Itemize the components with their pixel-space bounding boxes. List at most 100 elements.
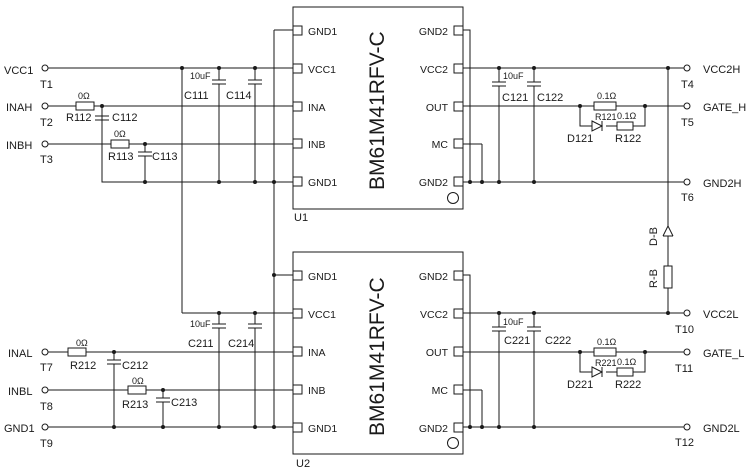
r212-value: 0Ω (76, 338, 88, 348)
c121-ref: C121 (502, 92, 528, 104)
left-terminals (41, 64, 49, 431)
u1-ref: U1 (294, 212, 308, 224)
label-t1: T1 (40, 79, 53, 91)
right-labels: VCC2H T4 GATE_H T5 GND2H T6 VCC2L T10 GA… (502, 64, 746, 449)
u1-part-number: BM61M41RFV-C (366, 31, 389, 190)
c112-ref: C112 (112, 112, 137, 124)
r212-ref: R212 (70, 360, 96, 372)
terminal-t4[interactable] (683, 64, 691, 72)
c111-value: 10uF (190, 71, 211, 81)
left-labels: VCC1 T1 INAH T2 INBH T3 INAL T7 INBL T8 … (4, 65, 254, 450)
u2-pin-inb: INB (308, 385, 326, 397)
net-vcc1: VCC1 (4, 65, 33, 77)
c212-ref: C212 (122, 360, 148, 372)
u1-pin1-marker (447, 192, 459, 204)
right-terminals (683, 64, 691, 431)
u1-pin-gnd1-bottom: GND1 (308, 177, 337, 189)
u1-pin-inb: INB (308, 139, 326, 151)
u2-pin-ina: INA (308, 347, 326, 359)
r121-ref: R121 (595, 112, 617, 122)
net-inbl: INBL (8, 386, 32, 398)
net-gate-h: GATE_H (703, 102, 746, 114)
terminal-t2[interactable] (41, 102, 49, 110)
c114-ref: C114 (226, 90, 251, 102)
right-wiring (463, 29, 684, 429)
u1-pin-gnd2-top: GND2 (419, 26, 448, 38)
label-t12: T12 (675, 437, 694, 449)
r113-ref: R113 (108, 151, 133, 163)
u1-pin-gnd2-bottom: GND2 (419, 177, 448, 189)
net-inal: INAL (8, 348, 32, 360)
c122-ref: C122 (537, 92, 563, 104)
net-vcc2l: VCC2L (703, 309, 738, 321)
u2-pin-gnd1-top: GND1 (308, 271, 337, 283)
net-inah: INAH (6, 102, 32, 114)
c221-value: 10uF (503, 317, 524, 327)
db-ref: D-B (648, 227, 660, 246)
left-wiring (48, 29, 293, 429)
c111-ref: C111 (184, 90, 209, 102)
rb-body (663, 265, 673, 289)
u2-pin-vcc2: VCC2 (420, 309, 448, 321)
terminal-t10[interactable] (683, 309, 691, 317)
c222-ref: C222 (545, 335, 571, 347)
r213-ref: R213 (122, 399, 148, 411)
d221-ref: D221 (567, 379, 593, 391)
c213-ref: C213 (171, 397, 197, 409)
terminal-t11[interactable] (683, 348, 691, 356)
terminal-t12[interactable] (683, 423, 691, 431)
r112-ref: R112 (66, 112, 91, 124)
c221-ref: C221 (504, 335, 530, 347)
r222-ref: R222 (615, 379, 641, 391)
u1-pin-vcc2: VCC2 (420, 64, 448, 76)
terminal-t1[interactable] (41, 64, 49, 72)
u2-pin-vcc1: VCC1 (308, 309, 336, 321)
label-t10: T10 (675, 324, 694, 336)
label-t6: T6 (681, 192, 694, 204)
label-t2: T2 (40, 117, 53, 129)
r112-value: 0Ω (78, 91, 90, 101)
r213-value: 0Ω (132, 376, 144, 386)
net-vcc2h: VCC2H (703, 64, 740, 76)
d121-ref: D121 (567, 133, 593, 145)
terminal-t6[interactable] (683, 178, 691, 186)
u2-pin-gnd2-top: GND2 (419, 271, 448, 283)
ic-u2: GND1 VCC1 INA INB GND1 GND2 VCC2 OUT MC … (292, 251, 464, 470)
r221-ref: R221 (595, 358, 617, 368)
net-gnd2h: GND2H (703, 178, 742, 190)
r122-value: 0.1Ω (617, 111, 637, 121)
net-gnd2l: GND2L (703, 423, 740, 435)
u1-pin-vcc1: VCC1 (308, 64, 336, 76)
u2-part-number: BM61M41RFV-C (366, 277, 389, 436)
net-gnd1: GND1 (4, 423, 35, 435)
label-t11: T11 (675, 363, 693, 375)
label-t3: T3 (40, 154, 53, 166)
terminal-t3[interactable] (41, 140, 49, 148)
u1-pin-gnd1-top: GND1 (308, 26, 337, 38)
u2-pin-mc: MC (432, 385, 449, 397)
label-t5: T5 (681, 117, 694, 129)
c214-ref: C214 (228, 338, 254, 350)
c211-value: 10uF (190, 319, 211, 329)
r122-ref: R122 (615, 133, 641, 145)
c113-ref: C113 (152, 151, 177, 163)
r221-body (593, 347, 617, 357)
c211-ref: C211 (188, 338, 213, 350)
terminal-t5[interactable] (683, 102, 691, 110)
ic-u1: GND1 VCC1 INA INB GND1 GND2 VCC2 OUT MC … (292, 6, 464, 224)
net-inbh: INBH (6, 140, 32, 152)
r221-value: 0.1Ω (597, 337, 617, 347)
r222-value: 0.1Ω (617, 357, 637, 367)
rb-ref: R-B (648, 269, 660, 288)
r121-value: 0.1Ω (597, 91, 617, 101)
u1-pin-mc: MC (432, 139, 449, 151)
net-gate-l: GATE_L (703, 348, 744, 360)
terminal-t8[interactable] (41, 386, 49, 394)
terminal-t7[interactable] (41, 348, 49, 356)
u2-pin-gnd1-bottom: GND1 (308, 423, 337, 435)
r113-value: 0Ω (114, 129, 126, 139)
r122-body (616, 121, 634, 131)
label-t7: T7 (40, 362, 53, 374)
terminal-t9[interactable] (41, 423, 49, 431)
